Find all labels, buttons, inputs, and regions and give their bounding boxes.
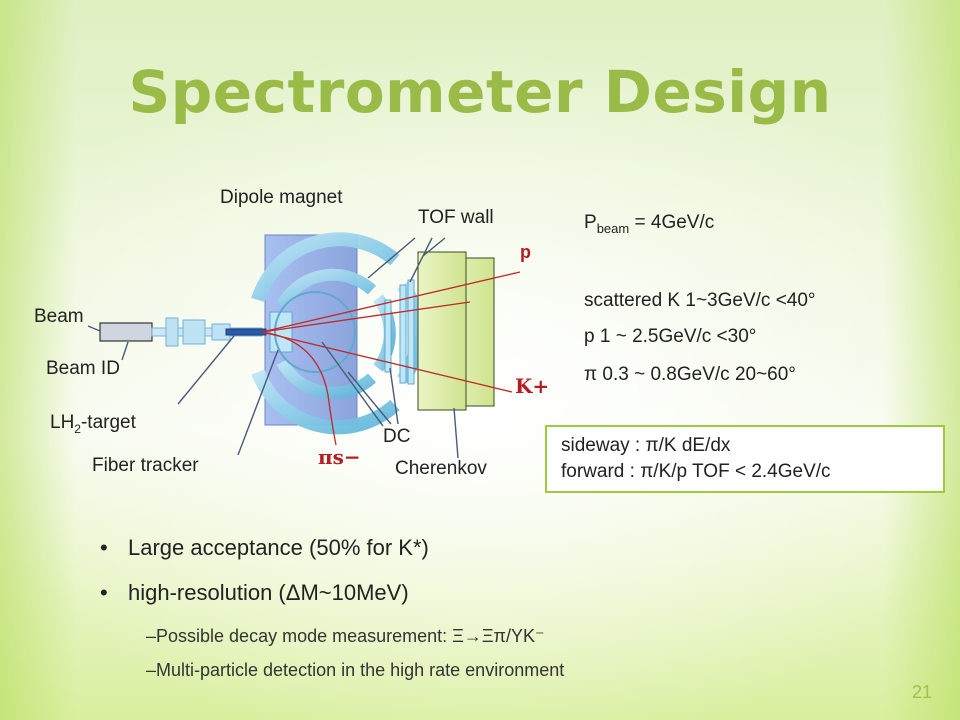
label-beam: Beam (34, 306, 84, 327)
tof-wall-block (417, 251, 467, 411)
inner-detector-circle (274, 291, 356, 373)
beam-counter-2 (182, 319, 206, 345)
track-proton-2 (261, 301, 471, 333)
leader-tof-2 (409, 237, 433, 283)
leader-dc-3 (389, 367, 399, 425)
label-proton: p (520, 242, 531, 262)
beam-id-counter (99, 322, 153, 342)
pid-sideway: sideway : π/K dE/dx (561, 435, 731, 456)
label-lh2-target: LH2-target (50, 412, 136, 436)
leader-dc-2 (347, 371, 392, 425)
label-dipole-magnet: Dipole magnet (220, 187, 343, 208)
leader-lh2 (177, 335, 235, 405)
subbullet-decay-mode: –Possible decay mode measurement: Ξ→Ξπ/Y… (146, 626, 545, 646)
leader-dc-1 (321, 341, 384, 427)
fiber-tracker (269, 311, 293, 353)
dc-outer-ring-top (251, 232, 400, 303)
pid-info-box: sideway : π/K dE/dx forward : π/K/p TOF … (545, 425, 945, 493)
track-proton (261, 271, 521, 333)
dc-plane-1 (384, 299, 392, 373)
track-pion (261, 331, 337, 446)
label-kplus: K+ (515, 374, 550, 398)
track-kplus (261, 331, 513, 393)
dc-inner-ring-top (276, 268, 377, 309)
slide-title: Spectrometer Design (128, 58, 832, 126)
bullet-acceptance: •Large acceptance (50% for K*) (100, 535, 429, 560)
leader-cherenkov (453, 407, 459, 459)
leader-beam (87, 325, 101, 332)
dc-inner-ring-bottom (276, 359, 377, 399)
beam-counter-1 (165, 317, 179, 347)
bullet-resolution: •high-resolution (ΔM~10MeV) (100, 580, 409, 605)
subbullet-multiparticle: –Multi-particle detection in the high ra… (146, 660, 565, 680)
lh2-target (225, 328, 267, 336)
slide-number: 21 (911, 682, 932, 702)
param-pbeam: Pbeam = 4GeV/c (584, 212, 715, 236)
label-pion: πs− (318, 445, 361, 469)
label-fiber-tracker: Fiber tracker (92, 455, 199, 476)
label-beam-id: Beam ID (46, 358, 120, 379)
label-cherenkov: Cherenkov (395, 458, 487, 479)
dc-plane-2 (399, 284, 407, 384)
pid-forward: forward : π/K/p TOF < 2.4GeV/c (561, 461, 831, 482)
label-dc: DC (383, 426, 411, 447)
param-proton: p 1 ~ 2.5GeV/c <30° (584, 326, 757, 347)
leader-tof-3 (422, 237, 446, 257)
param-scattered-k: scattered K 1~3GeV/c <40° (584, 290, 816, 311)
leader-fiber (237, 349, 279, 456)
label-tof-wall: TOF wall (418, 207, 494, 228)
param-pion: π 0.3 ~ 0.8GeV/c 20~60° (584, 364, 796, 385)
leader-beamid (121, 341, 129, 361)
leader-tof-1 (367, 237, 416, 279)
